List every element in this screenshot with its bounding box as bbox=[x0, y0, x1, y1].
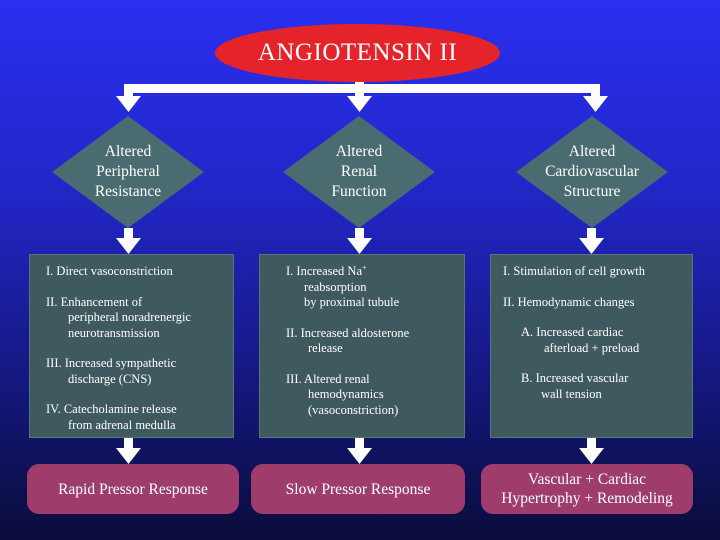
superscript-plus: + bbox=[362, 262, 367, 272]
diamond-cardiovascular-structure: Altered Cardiovascular Structure bbox=[516, 116, 668, 228]
arrow-box-outcome-1 bbox=[116, 448, 141, 464]
diamond-peripheral-resistance: Altered Peripheral Resistance bbox=[52, 116, 204, 228]
detail-item: I. Stimulation of cell growth bbox=[503, 264, 645, 278]
arrow-diamond-box-1 bbox=[116, 238, 141, 254]
detail-item: IV. Catecholamine release from adrenal m… bbox=[46, 402, 177, 432]
stem-box-outcome-3 bbox=[587, 438, 596, 450]
detail-item: II. Enhancement of peripheral noradrener… bbox=[46, 294, 191, 340]
outcome-rapid-pressor: Rapid Pressor Response bbox=[27, 464, 239, 514]
arrow-to-structure bbox=[583, 96, 608, 112]
arrow-diamond-box-3 bbox=[579, 238, 604, 254]
detail-item: III. Altered renal hemodynamics (vasocon… bbox=[286, 371, 399, 417]
diamond-label-line: Resistance bbox=[94, 183, 162, 200]
detail-box-renal: I. Increased Na+ reabsorption by proxima… bbox=[259, 254, 465, 438]
arrow-box-outcome-3 bbox=[579, 448, 604, 464]
detail-item: II. Hemodynamic changes bbox=[503, 294, 635, 309]
stem-diamond-box-3 bbox=[587, 228, 596, 240]
outcome-label: Hypertrophy + Remodeling bbox=[501, 490, 673, 507]
diamond-label-line: Altered bbox=[335, 143, 383, 160]
detail-item: A. Increased cardiac afterload + preload bbox=[521, 325, 640, 355]
stem-diamond-box-2 bbox=[355, 228, 364, 240]
stem-box-outcome-2 bbox=[355, 438, 364, 450]
branch-stem-right bbox=[591, 84, 600, 98]
branch-stem-left bbox=[124, 84, 133, 98]
title-text: ANGIOTENSIN II bbox=[257, 39, 458, 66]
diamond-label-line: Altered bbox=[568, 143, 616, 160]
diamond-label-line: Function bbox=[331, 183, 387, 200]
diamond-label-line: Peripheral bbox=[96, 163, 160, 180]
angiotensin-title: ANGIOTENSIN II bbox=[215, 24, 500, 82]
detail-item: I. Direct vasoconstriction bbox=[46, 264, 173, 278]
stem-box-outcome-1 bbox=[124, 438, 133, 450]
arrow-to-renal bbox=[347, 96, 372, 112]
diamond-label-line: Altered bbox=[104, 143, 152, 160]
detail-box-peripheral: I. Direct vasoconstriction II. Enhanceme… bbox=[29, 254, 234, 438]
arrow-diamond-box-2 bbox=[347, 238, 372, 254]
arrow-to-peripheral bbox=[116, 96, 141, 112]
detail-item: II. Increased aldosterone release bbox=[286, 325, 410, 356]
outcome-slow-pressor: Slow Pressor Response bbox=[251, 464, 465, 514]
detail-item: I. Increased Na+ reabsorption by proxima… bbox=[286, 262, 400, 309]
arrow-box-outcome-2 bbox=[347, 448, 372, 464]
detail-item: B. Increased vascular wall tension bbox=[521, 371, 629, 401]
outcome-label: Rapid Pressor Response bbox=[58, 480, 208, 498]
detail-box-structure: I. Stimulation of cell growth II. Hemody… bbox=[490, 254, 693, 438]
diamond-label-line: Cardiovascular bbox=[545, 163, 639, 180]
detail-item: III. Increased sympathetic discharge (CN… bbox=[46, 356, 177, 386]
diamond-renal-function: Altered Renal Function bbox=[283, 116, 435, 228]
outcome-label: Slow Pressor Response bbox=[285, 480, 431, 498]
stem-diamond-box-1 bbox=[124, 228, 133, 240]
diamond-label-line: Structure bbox=[563, 183, 621, 200]
branch-stem-center bbox=[355, 84, 364, 98]
outcome-label: Vascular + Cardiac bbox=[527, 471, 647, 488]
diamond-label-line: Renal bbox=[340, 163, 378, 180]
outcome-hypertrophy-remodeling: Vascular + Cardiac Hypertrophy + Remodel… bbox=[481, 464, 693, 514]
